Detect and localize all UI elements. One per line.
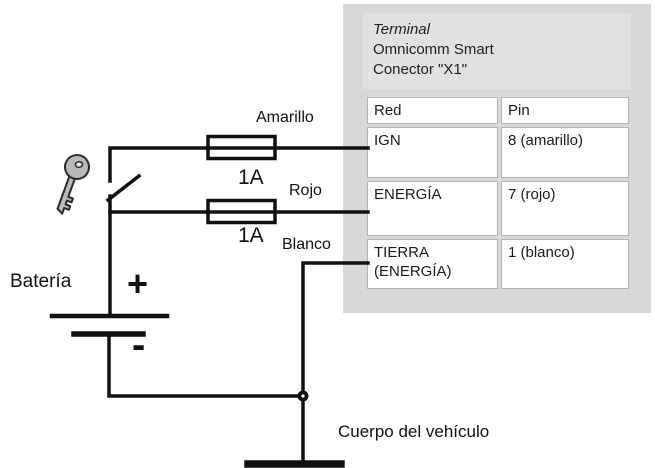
battery-plus-symbol: + <box>127 263 149 304</box>
label-blanco: Blanco <box>282 236 331 253</box>
pin-table-header-pin: Pin <box>501 97 629 124</box>
table-row-ground-net: TIERRA (ENERGÍA) <box>367 239 498 289</box>
pin-table: Red Pin IGN 8 (amarillo) ENERGÍA 7 (rojo… <box>367 97 629 289</box>
terminal-connector: Conector "X1" <box>373 61 468 78</box>
battery-negative-wire <box>107 332 305 398</box>
table-row-power-pin: 7 (rojo) <box>501 181 629 236</box>
label-amarillo: Amarillo <box>256 109 314 126</box>
terminal-panel-header: Terminal Omnicomm Smart Conector "X1" <box>363 13 631 89</box>
terminal-title: Terminal <box>373 21 430 38</box>
label-vehicle-body: Cuerpo del vehículo <box>338 422 490 441</box>
table-row-ign-net: IGN <box>367 127 498 178</box>
wire-junction-dot <box>297 390 309 402</box>
ignition-switch <box>105 173 142 203</box>
table-row-power-net: ENERGÍA <box>367 181 498 236</box>
ignition-key-icon <box>56 154 90 215</box>
label-fuse1-1a: 1A <box>238 166 264 189</box>
table-row-ign-pin: 8 (amarillo) <box>501 127 629 178</box>
pin-table-header-red: Red <box>367 97 498 124</box>
table-row-ground-pin: 1 (blanco) <box>501 239 629 289</box>
battery-minus-symbol: - <box>132 323 146 367</box>
label-fuse2-1a: 1A <box>238 224 264 247</box>
label-bateria: Batería <box>10 271 72 292</box>
terminal-model: Omnicomm Smart <box>373 41 494 58</box>
terminal-panel: Terminal Omnicomm Smart Conector "X1" Re… <box>343 4 651 313</box>
ign-wire <box>108 146 370 183</box>
label-rojo: Rojo <box>289 182 322 199</box>
